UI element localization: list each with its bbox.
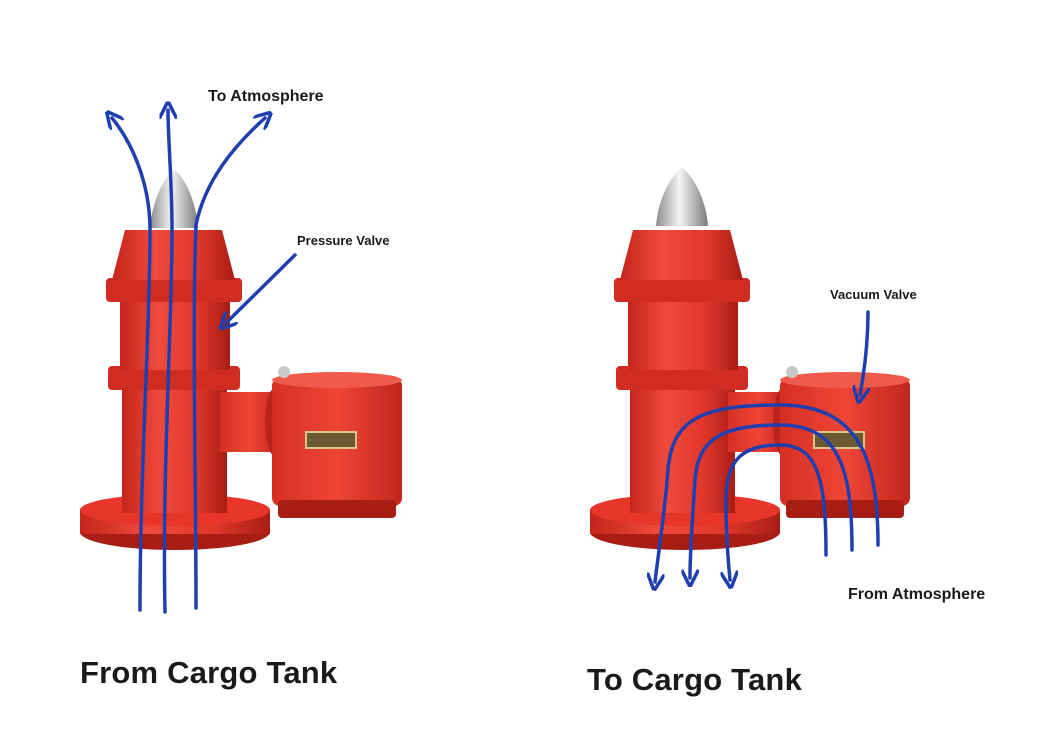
inflow-arrows (655, 310, 880, 582)
outflow-arrow-middle (164, 110, 172, 614)
inflow-arrow-inner (726, 443, 828, 580)
nameplate (305, 431, 357, 449)
silver-cap (150, 170, 198, 228)
lower-column (122, 385, 227, 513)
from-cargo-tank-caption: From Cargo Tank (80, 655, 338, 690)
silver-cap-right (656, 168, 708, 226)
valve-right (590, 168, 910, 550)
inflow-arrow-outer (655, 403, 880, 582)
outflow-arrows (112, 110, 297, 614)
to-cargo-tank-caption: To Cargo Tank (587, 662, 803, 697)
upper-band (106, 278, 242, 302)
upper-column (120, 300, 230, 370)
vacuum-valve-pointer (860, 310, 868, 395)
valve-left (80, 170, 402, 550)
pressure-valve-pointer (226, 253, 297, 323)
vacuum-valve-label: Vacuum Valve (830, 287, 917, 302)
to-atmosphere-label: To Atmosphere (208, 88, 324, 105)
pressure-valve-label: Pressure Valve (297, 233, 390, 248)
inflow-arrow-middle (690, 423, 854, 578)
from-atmosphere-label: From Atmosphere (848, 586, 986, 603)
outflow-arrow-right (192, 118, 265, 610)
middle-band (108, 366, 240, 390)
outflow-arrow-left (112, 118, 152, 612)
